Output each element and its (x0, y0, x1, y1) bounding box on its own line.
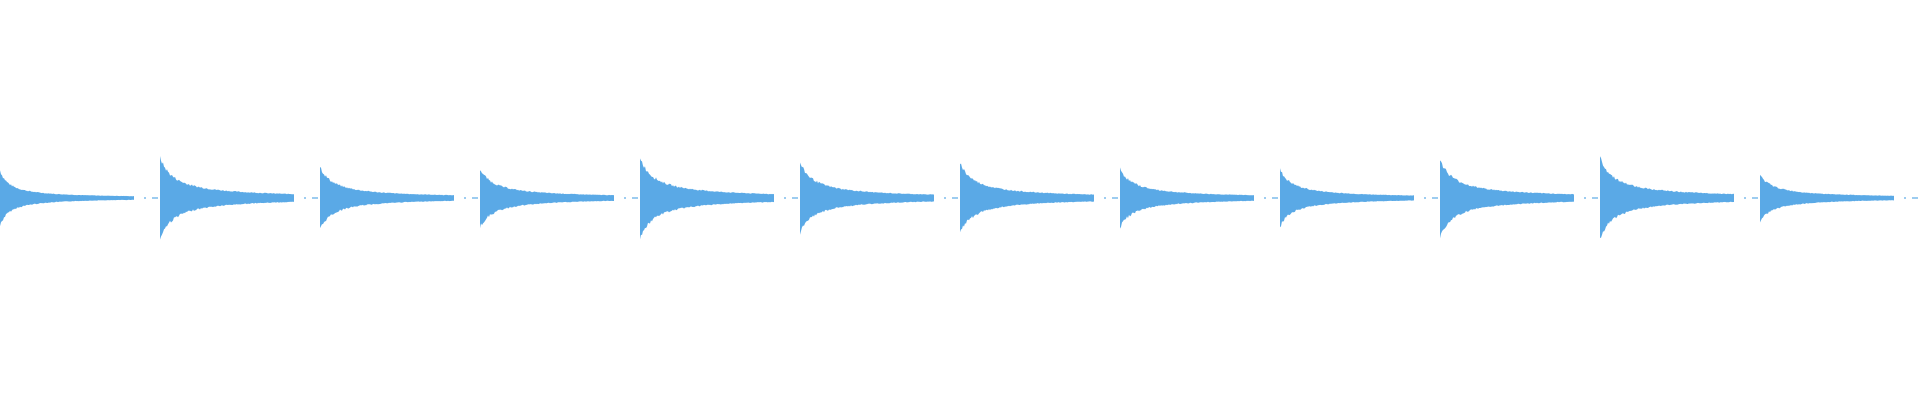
waveform-gap-mark (952, 197, 958, 199)
waveform-gap-mark (1592, 197, 1598, 199)
waveform-gap-mark (1904, 197, 1906, 199)
waveform-gap-mark (472, 197, 478, 199)
waveform-gap-mark (312, 197, 318, 199)
waveform-gap-mark (304, 197, 306, 199)
waveform-gap-mark (1264, 197, 1266, 199)
waveform-hit (640, 157, 774, 240)
waveform-gap-mark (1744, 197, 1746, 199)
waveform-gap-mark (1112, 197, 1118, 199)
waveform-hit (1280, 168, 1414, 228)
waveform-gap-mark (144, 197, 146, 199)
waveform-gap-mark (1104, 197, 1106, 199)
waveform-gap-mark (464, 197, 466, 199)
waveform-gap-mark (632, 197, 638, 199)
waveform-gap-mark (1432, 197, 1438, 199)
waveform-gap-mark (1272, 197, 1278, 199)
waveform-hit (1760, 174, 1894, 223)
waveform-hit (1120, 167, 1254, 229)
waveform-gap-mark (1752, 197, 1758, 199)
waveform-hit (1600, 156, 1734, 239)
waveform-hit (160, 156, 294, 240)
waveform-hit (960, 162, 1094, 234)
waveform-gap-mark (1584, 197, 1586, 199)
waveform-hit (320, 166, 454, 230)
waveform-gap-mark (1424, 197, 1426, 199)
waveform-hit (0, 170, 134, 227)
waveform-hit (1440, 159, 1574, 239)
waveform-gap-mark (784, 197, 786, 199)
waveform-gap-mark (624, 197, 626, 199)
waveform-gap-mark (152, 197, 158, 199)
waveform-gap-mark (944, 197, 946, 199)
waveform-hit (800, 162, 934, 235)
waveform-gap-mark (1912, 197, 1918, 199)
waveform-hit (480, 168, 614, 229)
waveform-gap-mark (792, 197, 798, 199)
